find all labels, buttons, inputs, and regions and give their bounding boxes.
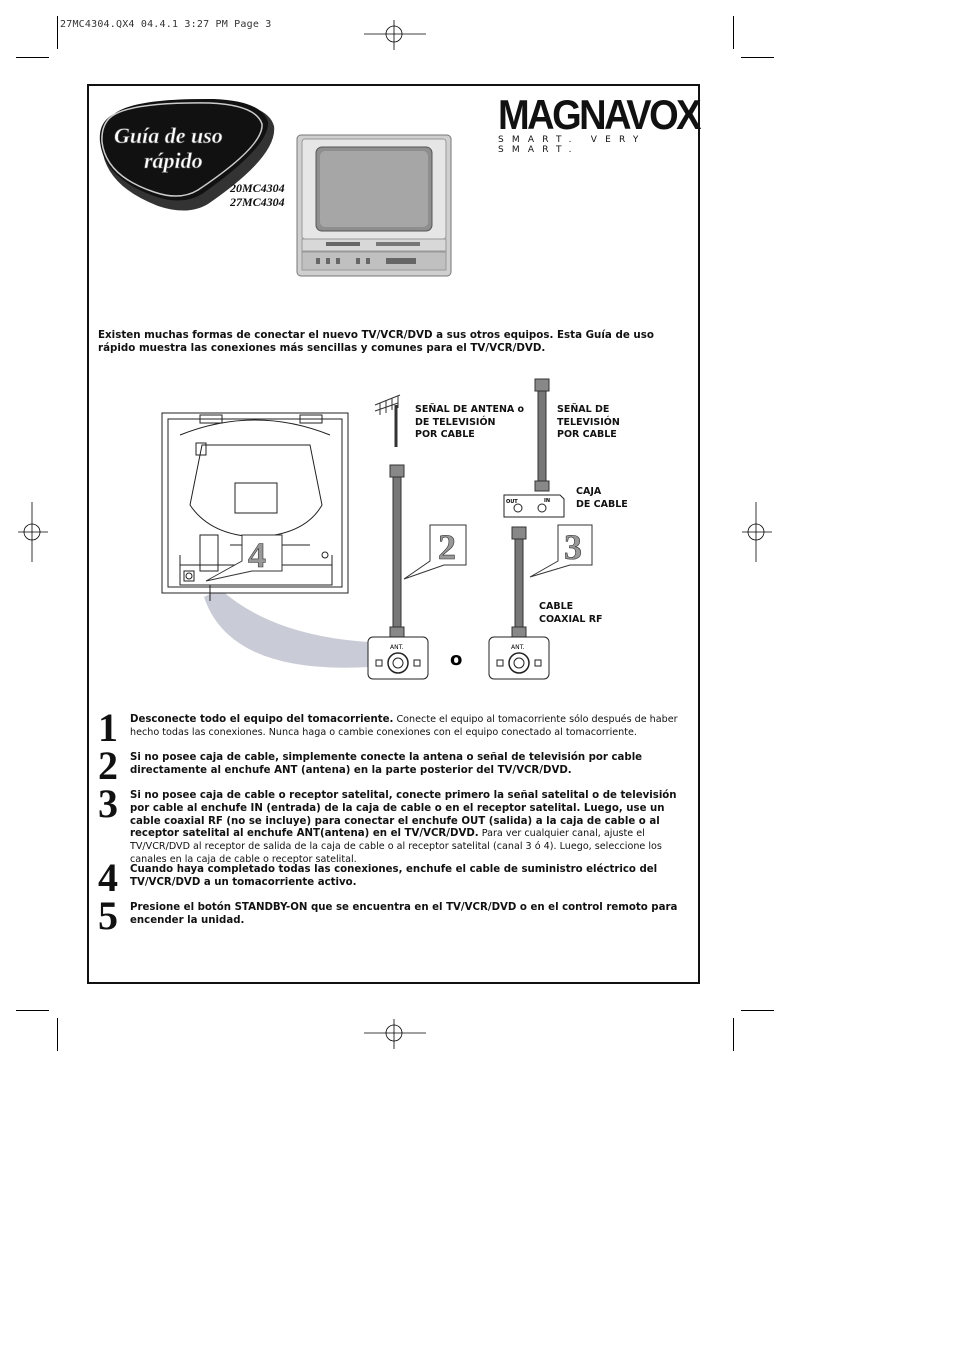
coax-cable-signal bbox=[534, 378, 550, 492]
callout-4-num: 4 bbox=[248, 535, 266, 575]
coax-cable-left bbox=[389, 464, 405, 640]
badge-line1: Guía de uso bbox=[114, 123, 223, 148]
box-in-label: IN bbox=[544, 498, 550, 504]
coax-cable-right bbox=[511, 526, 527, 640]
callout-3: 3 bbox=[529, 524, 593, 578]
callout-3-num: 3 bbox=[564, 527, 582, 567]
callout-2: 2 bbox=[403, 524, 467, 580]
page-frame bbox=[87, 84, 700, 984]
step-number: 5 bbox=[98, 893, 118, 938]
antenna-signal-label: SEÑAL DE ANTENA o DE TELEVISIÓN POR CABL… bbox=[415, 404, 525, 440]
antenna-icon bbox=[374, 394, 401, 447]
brand-tagline: SMART. VERY SMART. bbox=[498, 135, 647, 155]
step-number: 2 bbox=[98, 743, 118, 788]
ant-jack-left: ANT. bbox=[367, 636, 429, 680]
ant-jack-right: ANT. bbox=[488, 636, 550, 680]
printer-slug: 27MC4304.QX4 04.4.1 3:27 PM Page 3 bbox=[60, 19, 272, 30]
ant-jack-label-right: ANT. bbox=[511, 644, 525, 651]
badge-line2: rápido bbox=[144, 148, 203, 173]
model-2: 27MC4304 bbox=[230, 195, 285, 209]
connection-diagram: OUT IN ANT. ANT. o 4 2 3 bbox=[161, 378, 593, 680]
callout-2-num: 2 bbox=[438, 527, 456, 567]
model-1: 20MC4304 bbox=[230, 181, 285, 195]
coax-label: CABLE COAXIAL RF bbox=[539, 601, 603, 625]
guide-badge: Guía de uso rápido bbox=[99, 98, 275, 211]
callout-4: 4 bbox=[205, 534, 283, 582]
intro-paragraph: Existen muchas formas de conectar el nue… bbox=[98, 329, 654, 354]
tv-front-image bbox=[296, 134, 452, 277]
cable-box-icon: OUT IN bbox=[503, 494, 565, 518]
box-out-label: OUT bbox=[506, 499, 518, 505]
step-number: 1 bbox=[98, 705, 118, 750]
or-label: o bbox=[450, 649, 462, 670]
brand-name: MAGNAVOX bbox=[498, 92, 701, 139]
swoosh-highlight bbox=[204, 589, 400, 668]
cable-signal-label: SEÑAL DE TELEVISIÓN POR CABLE bbox=[557, 404, 620, 440]
brand-logo: MAGNAVOX SMART. VERY SMART. bbox=[498, 92, 701, 155]
step-number: 3 bbox=[98, 781, 118, 826]
ant-jack-label-left: ANT. bbox=[390, 644, 404, 651]
model-numbers: 20MC4304 27MC4304 bbox=[230, 181, 285, 209]
step-number: 4 bbox=[98, 855, 118, 900]
cable-box-label: CAJA DE CABLE bbox=[576, 486, 628, 510]
